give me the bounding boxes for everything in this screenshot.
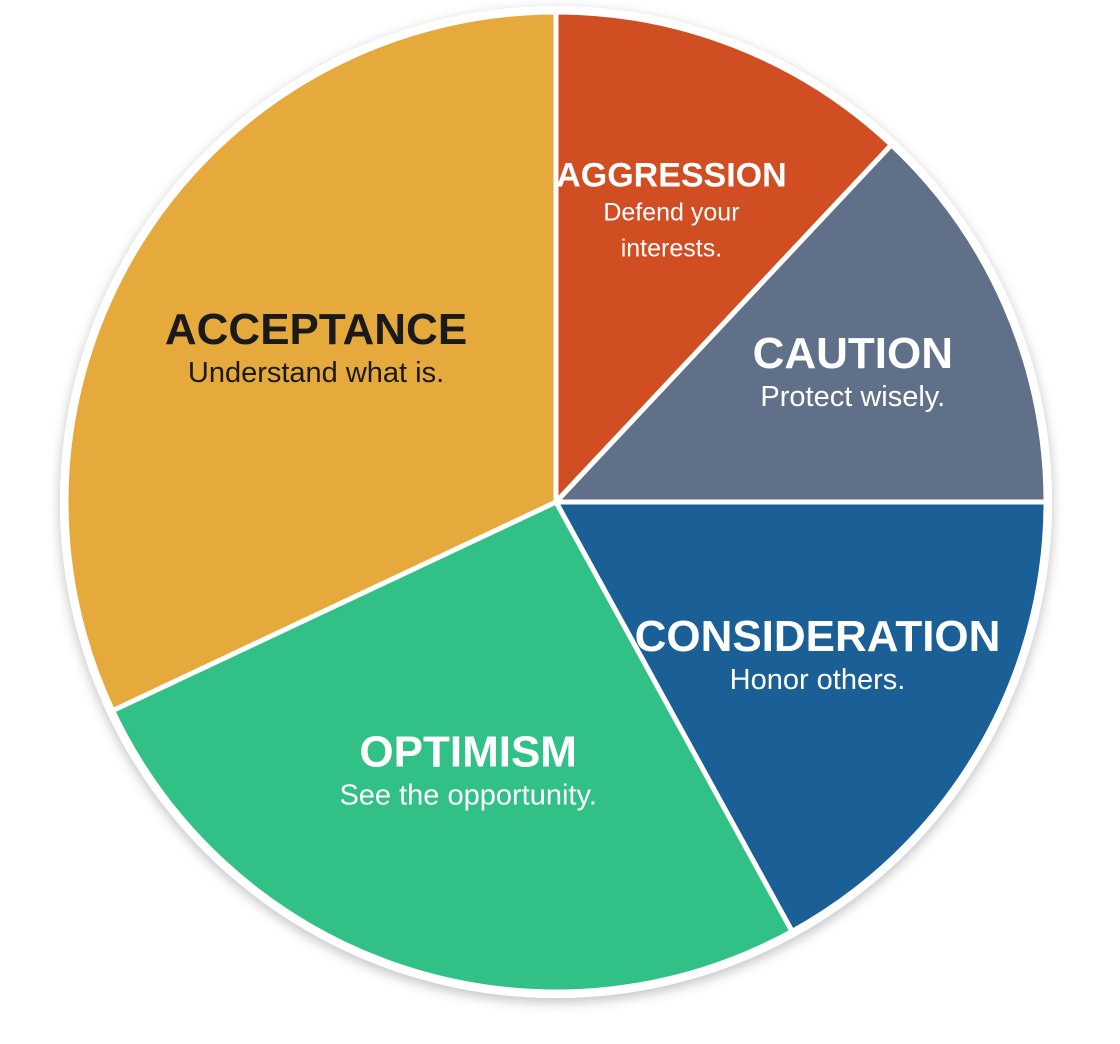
slice-subtitle-optimism-0: See the opportunity. bbox=[339, 780, 596, 812]
pie-slice-caution bbox=[553, 142, 1049, 505]
slice-subtitle-caution-0: Protect wisely. bbox=[760, 381, 945, 413]
slice-label-consideration: CONSIDERATION bbox=[635, 612, 1001, 661]
slice-subtitle-acceptance-0: Understand what is. bbox=[188, 357, 444, 389]
slice-label-caution: CAUTION bbox=[753, 329, 953, 378]
pie-slice-consideration bbox=[553, 499, 1049, 934]
slice-label-acceptance: ACCEPTANCE bbox=[165, 305, 467, 354]
slice-subtitle-aggression-0: Defend your bbox=[603, 198, 739, 226]
pie-slices bbox=[63, 9, 1049, 995]
pie-slice-optimism bbox=[110, 499, 795, 995]
pie-labels: AGGRESSION Defend your interests. CAUTIONPr… bbox=[165, 156, 1001, 811]
slice-label-optimism: OPTIMISM bbox=[359, 728, 577, 777]
pie-slice-aggression bbox=[553, 9, 894, 505]
slice-subtitle-consideration-0: Honor others. bbox=[730, 664, 906, 696]
pie-slice-acceptance bbox=[63, 9, 559, 714]
slice-subtitle-aggression-1: interests. bbox=[621, 234, 722, 262]
slice-label-aggression: AGGRESSION bbox=[556, 156, 786, 194]
